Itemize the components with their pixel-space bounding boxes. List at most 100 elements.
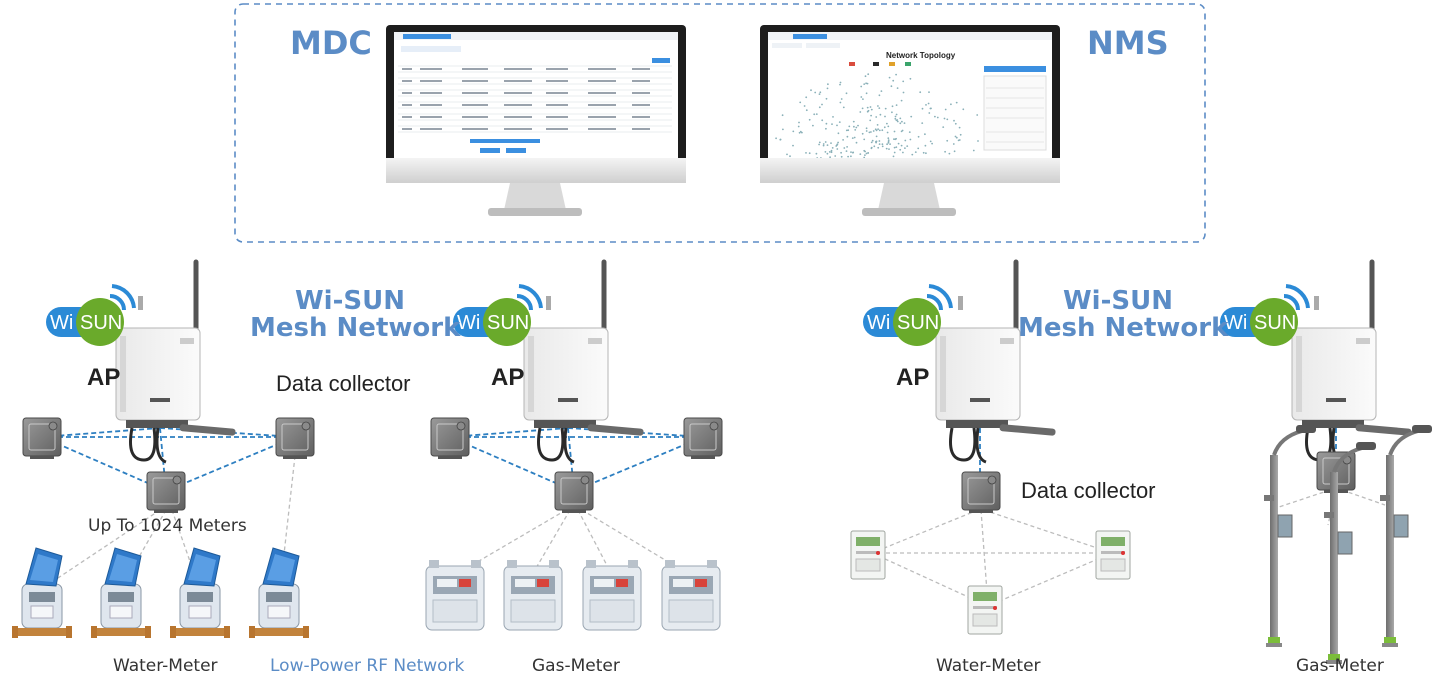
- topology-node: [859, 153, 862, 156]
- topology-node: [861, 132, 864, 135]
- topology-node: [847, 155, 849, 158]
- topology-node: [954, 135, 957, 138]
- topology-node: [872, 130, 875, 132]
- ap-label: AP: [896, 364, 930, 391]
- topology-node: [902, 80, 905, 83]
- topology-node: [944, 108, 947, 111]
- topology-node: [921, 107, 924, 110]
- topology-node: [867, 152, 869, 154]
- gas-meter-caption: Gas-Meter: [1296, 656, 1384, 676]
- topology-node: [900, 99, 903, 102]
- data-collector-label: Data collector: [1021, 478, 1156, 503]
- topology-node: [925, 152, 927, 155]
- topology-node: [895, 113, 898, 116]
- mesh-title-line-1: Wi-SUN: [295, 286, 405, 316]
- topology-node: [854, 129, 857, 131]
- topology-node: [857, 124, 859, 127]
- topology-node: [810, 89, 812, 92]
- ap-label: AP: [87, 364, 121, 391]
- topology-node: [893, 138, 895, 141]
- topology-node: [909, 138, 912, 141]
- topology-node: [835, 145, 838, 147]
- topology-node: [805, 152, 807, 154]
- topology-node: [972, 149, 975, 152]
- topology-node: [866, 110, 869, 113]
- topology-node: [884, 107, 887, 110]
- topology-node: [861, 107, 864, 110]
- topology-node: [851, 137, 854, 140]
- topology-node: [824, 141, 827, 143]
- topology-node: [822, 144, 825, 147]
- water-meter-device: [248, 547, 310, 639]
- topology-node: [845, 92, 848, 95]
- topology-node: [831, 123, 833, 125]
- wifi-wave-icon: [111, 284, 136, 309]
- topology-node: [899, 148, 902, 151]
- topology-node: [847, 129, 850, 132]
- topology-node: [887, 125, 890, 128]
- topology-node: [808, 152, 811, 155]
- topology-node: [836, 143, 839, 146]
- topology-node: [925, 104, 927, 106]
- electric-meter-device: [1095, 530, 1131, 580]
- topology-node: [878, 143, 881, 146]
- topology-node: [850, 151, 852, 154]
- topology-node: [931, 142, 933, 145]
- topology-node: [805, 96, 808, 99]
- water-meter-caption: Water-Meter: [113, 656, 218, 676]
- wifi-wave-icon: [928, 284, 953, 309]
- topology-node: [895, 104, 898, 106]
- management-panel: [234, 3, 1206, 243]
- topology-node: [903, 122, 906, 124]
- topology-node: [896, 87, 899, 89]
- topology-node: [953, 119, 955, 122]
- topology-node: [843, 147, 846, 149]
- data-collector-device: [22, 417, 62, 460]
- ap-label: AP: [491, 364, 525, 391]
- topology-node: [840, 98, 843, 100]
- topology-node: [828, 151, 831, 153]
- topology-node: [877, 128, 879, 131]
- mesh-title-line-2: Mesh Network: [250, 313, 461, 344]
- topology-node: [789, 155, 791, 158]
- topology-node: [803, 105, 806, 107]
- topology-node: [779, 138, 782, 141]
- topology-node: [798, 131, 801, 134]
- topology-node: [952, 143, 955, 145]
- mdc-monitor: [386, 25, 686, 216]
- topology-node: [875, 116, 878, 118]
- topology-node: [852, 120, 855, 123]
- topology-node: [910, 115, 913, 118]
- topology-node: [831, 147, 834, 149]
- topology-node: [887, 140, 890, 143]
- topology-node: [836, 148, 839, 150]
- wisun-logo-badge: Wi SUN: [863, 284, 953, 346]
- topology-node: [786, 153, 788, 156]
- topology-node: [873, 145, 876, 148]
- topology-node: [888, 76, 891, 79]
- topology-node: [815, 113, 818, 115]
- topology-node: [825, 122, 828, 125]
- logo-wi-text: Wi: [867, 312, 890, 334]
- topology-node: [839, 83, 841, 86]
- topology-node: [936, 116, 939, 119]
- electric-meter-device: [850, 530, 886, 580]
- water-meter-device: [90, 547, 152, 639]
- wifi-wave-icon: [1283, 294, 1300, 311]
- topology-node: [928, 91, 930, 93]
- topology-node: [893, 151, 896, 154]
- topology-node: [887, 137, 890, 140]
- topology-node: [845, 129, 848, 132]
- topology-node: [869, 106, 872, 108]
- topology-node: [929, 140, 932, 143]
- topology-node: [877, 105, 879, 107]
- topology-node: [860, 96, 863, 98]
- logo-sun-text: SUN: [897, 312, 939, 334]
- topology-node: [836, 124, 838, 127]
- topology-node: [946, 118, 949, 121]
- water-meter-device: [11, 547, 73, 639]
- topology-node: [911, 153, 914, 156]
- topology-node: [895, 146, 898, 149]
